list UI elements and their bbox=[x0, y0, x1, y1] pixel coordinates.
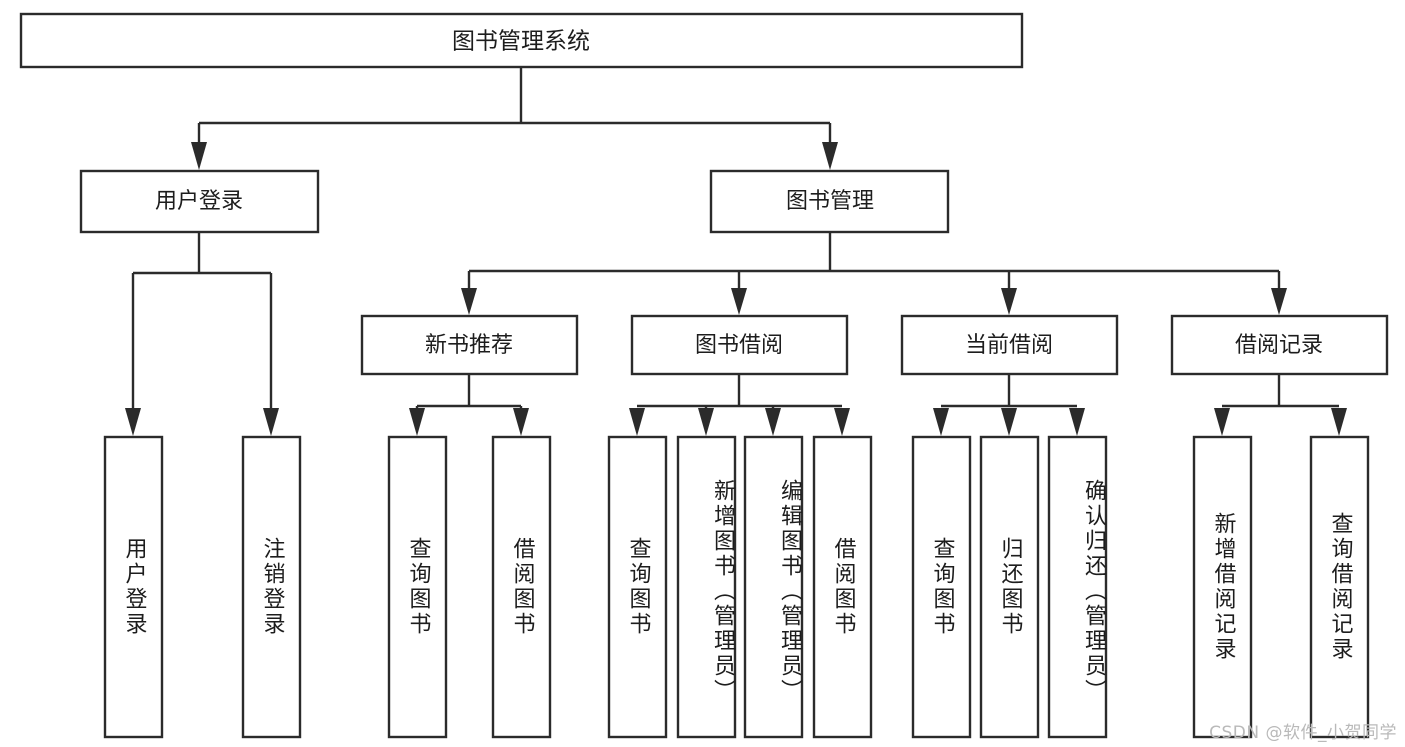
arrow-bookmgmt-c4 bbox=[1271, 288, 1287, 315]
arrow-borrow-l2 bbox=[698, 408, 714, 436]
leaf-record-add-box[interactable] bbox=[1192, 435, 1253, 739]
node-user-login-label: 用户登录 bbox=[155, 189, 243, 214]
node-user-login-box[interactable] bbox=[79, 169, 320, 234]
node-book-management-label: 图书管理 bbox=[786, 189, 874, 214]
leaf-borrow-lend-box[interactable] bbox=[812, 435, 873, 739]
node-borrow-record-box[interactable] bbox=[1170, 314, 1389, 376]
node-root-label: 图书管理系统 bbox=[452, 29, 590, 55]
leaf-record-query-box[interactable] bbox=[1309, 435, 1370, 739]
node-new-book-recommend-box[interactable] bbox=[360, 314, 579, 376]
arrow-borrow-l4 bbox=[834, 408, 850, 436]
node-layer: 图书管理系统 用户登录 图书管理 新书推荐 图书借阅 当前借阅 借阅记录 bbox=[19, 12, 1389, 739]
node-book-management-box[interactable] bbox=[709, 169, 950, 234]
leaf-current-confirm-box[interactable] bbox=[1047, 435, 1108, 739]
leaf-logout-box[interactable] bbox=[241, 435, 302, 739]
arrow-record-l2 bbox=[1331, 408, 1347, 436]
arrow-borrow-l3 bbox=[765, 408, 781, 436]
arrow-current-l3 bbox=[1069, 408, 1085, 436]
arrow-bookmgmt-c3 bbox=[1001, 288, 1017, 315]
leaf-current-query-box[interactable] bbox=[911, 435, 972, 739]
arrow-bookmgmt-c1 bbox=[461, 288, 477, 315]
arrow-user-leaf2 bbox=[263, 408, 279, 436]
leaf-user-login-box[interactable] bbox=[103, 435, 164, 739]
connector-layer bbox=[125, 67, 1347, 436]
leaf-newbook-query-box[interactable] bbox=[387, 435, 448, 739]
arrow-current-l1 bbox=[933, 408, 949, 436]
leaf-current-return-box[interactable] bbox=[979, 435, 1040, 739]
node-current-borrow-label: 当前借阅 bbox=[965, 333, 1053, 358]
arrow-record-l1 bbox=[1214, 408, 1230, 436]
leaf-borrow-edit-box[interactable] bbox=[743, 435, 804, 739]
arrow-root-to-bookmgmt bbox=[822, 142, 838, 170]
arrow-user-leaf1 bbox=[125, 408, 141, 436]
arrow-bookmgmt-c2 bbox=[731, 288, 747, 315]
watermark-text: CSDN @软件_小贺同学 bbox=[1209, 723, 1397, 743]
leaf-borrow-add-box[interactable] bbox=[676, 435, 737, 739]
node-current-borrow-box[interactable] bbox=[900, 314, 1119, 376]
node-root-box[interactable] bbox=[19, 12, 1024, 69]
node-new-book-recommend-label: 新书推荐 bbox=[425, 333, 513, 358]
leaf-newbook-borrow-box[interactable] bbox=[491, 435, 552, 739]
arrow-newbook-l1 bbox=[409, 408, 425, 436]
leaf-borrow-query-box[interactable] bbox=[607, 435, 668, 739]
arrow-newbook-l2 bbox=[513, 408, 529, 436]
node-book-borrow-label: 图书借阅 bbox=[695, 333, 783, 358]
arrow-root-to-user bbox=[191, 142, 207, 170]
node-book-borrow-box[interactable] bbox=[630, 314, 849, 376]
arrow-borrow-l1 bbox=[629, 408, 645, 436]
node-borrow-record-label: 借阅记录 bbox=[1235, 333, 1323, 358]
arrow-current-l2 bbox=[1001, 408, 1017, 436]
